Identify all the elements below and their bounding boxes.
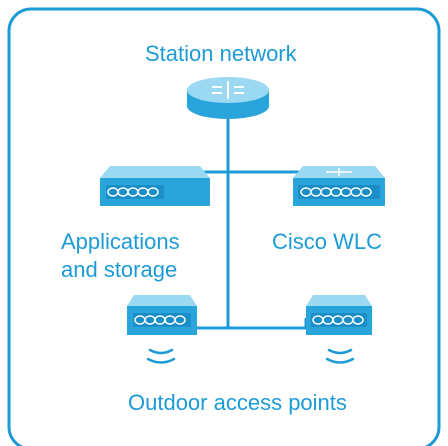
applications-storage-label-line2: and storage: [61, 257, 178, 282]
station-network-label: Station network: [145, 41, 297, 66]
outdoor-access-points-label: Outdoor access points: [128, 390, 347, 415]
wireless-signal-icon: [325, 348, 355, 364]
access-point-icon: [306, 295, 372, 335]
access-point-icon: [127, 295, 197, 335]
server-appliance-icon: [100, 166, 210, 206]
diagram-frame: [7, 7, 441, 446]
router-icon: [187, 77, 269, 119]
wireless-signal-icon: [146, 348, 176, 364]
wireless-lan-controller-icon: [293, 166, 385, 206]
cisco-wlc-label: Cisco WLC: [272, 229, 383, 254]
applications-storage-label-line1: Applications: [61, 229, 180, 254]
